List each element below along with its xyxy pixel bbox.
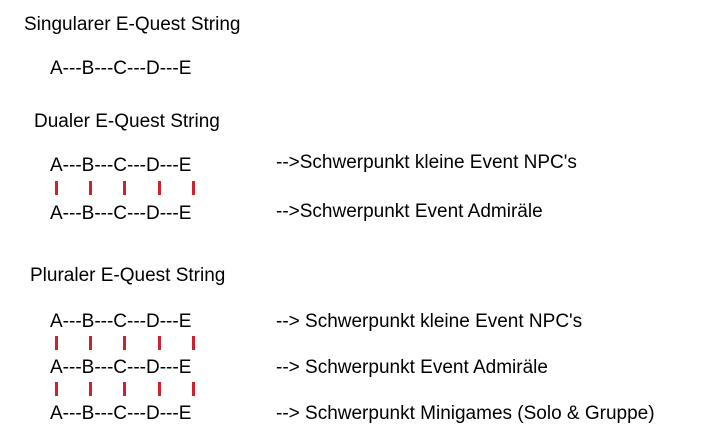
connector-b xyxy=(89,181,92,195)
connector-c xyxy=(123,382,126,396)
connector-c xyxy=(123,181,126,195)
connector-c xyxy=(123,336,126,350)
quest-note-plural-2: --> Schwerpunkt Event Admiräle xyxy=(276,357,548,378)
connector-a xyxy=(55,181,58,195)
quest-note-plural-1: --> Schwerpunkt kleine Event NPC's xyxy=(276,311,583,332)
quest-chain-plural-2: A---B---C---D---E xyxy=(50,357,192,378)
connector-a xyxy=(55,336,58,350)
connector-d xyxy=(158,382,161,396)
section-heading-singular: Singularer E-Quest String xyxy=(24,14,241,35)
connector-e xyxy=(192,382,195,396)
quest-chain-plural-1: A---B---C---D---E xyxy=(50,311,192,332)
quest-chain-dual-1: A---B---C---D---E xyxy=(50,155,192,176)
connector-d xyxy=(158,336,161,350)
connector-b xyxy=(89,336,92,350)
connector-e xyxy=(192,181,195,195)
connector-d xyxy=(158,181,161,195)
connector-b xyxy=(89,382,92,396)
connector-e xyxy=(192,336,195,350)
quest-chain-dual-2: A---B---C---D---E xyxy=(50,203,192,224)
quest-chain-singular: A---B---C---D---E xyxy=(50,58,192,79)
section-heading-plural: Pluraler E-Quest String xyxy=(30,265,226,286)
section-heading-dual: Dualer E-Quest String xyxy=(34,111,220,132)
quest-note-plural-3: --> Schwerpunkt Minigames (Solo & Gruppe… xyxy=(276,403,655,424)
quest-note-dual-1: -->Schwerpunkt kleine Event NPC's xyxy=(276,152,577,173)
quest-chain-plural-3: A---B---C---D---E xyxy=(50,403,192,424)
quest-note-dual-2: -->Schwerpunkt Event Admiräle xyxy=(276,201,543,222)
connector-a xyxy=(55,382,58,396)
